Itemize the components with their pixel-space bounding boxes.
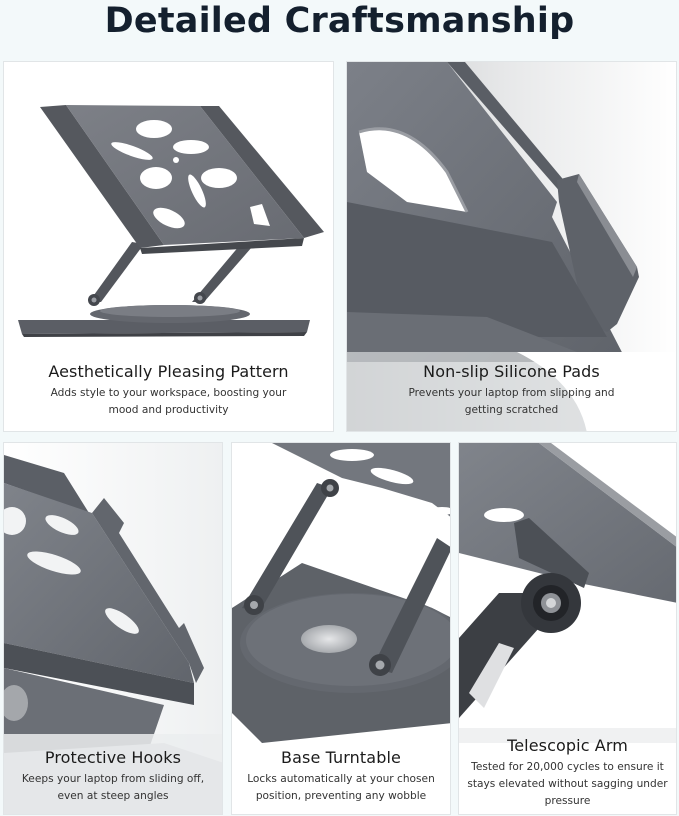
feature-caption: Aesthetically Pleasing Pattern Adds styl… <box>4 362 333 419</box>
feature-caption: Non-slip Silicone Pads Prevents your lap… <box>347 362 676 419</box>
feature-description: Prevents your laptop from slipping and g… <box>408 387 615 416</box>
feature-heading: Aesthetically Pleasing Pattern <box>48 362 289 381</box>
feature-heading: Telescopic Arm <box>507 736 628 755</box>
turntable-image <box>232 443 450 743</box>
feature-caption: Protective Hooks Keeps your laptop from … <box>4 748 222 805</box>
feature-description: Adds style to your workspace, boosting y… <box>50 387 287 416</box>
feature-description: Locks automatically at your chosen posit… <box>247 773 435 802</box>
feature-card-pads: Non-slip Silicone Pads Prevents your lap… <box>346 61 677 432</box>
feature-caption: Telescopic Arm Tested for 20,000 cycles … <box>459 736 676 810</box>
feature-description: Keeps your laptop from sliding off, even… <box>21 773 205 802</box>
hinge-arm-image <box>459 443 676 743</box>
feature-description: Tested for 20,000 cycles to ensure it st… <box>467 761 668 807</box>
feature-card-arm: Telescopic Arm Tested for 20,000 cycles … <box>458 442 677 815</box>
feature-caption: Base Turntable Locks automatically at yo… <box>232 748 450 805</box>
feature-card-turntable: Base Turntable Locks automatically at yo… <box>231 442 451 815</box>
feature-heading: Protective Hooks <box>44 748 182 767</box>
feature-card-pattern: Aesthetically Pleasing Pattern Adds styl… <box>3 61 334 432</box>
feature-card-hooks: Protective Hooks Keeps your laptop from … <box>3 442 223 815</box>
feature-heading: Base Turntable <box>281 748 401 767</box>
stand-corner-image <box>347 62 676 431</box>
laptop-stand-image <box>18 105 324 337</box>
page-title: Detailed Craftsmanship <box>104 1 575 41</box>
feature-heading: Non-slip Silicone Pads <box>423 362 600 381</box>
